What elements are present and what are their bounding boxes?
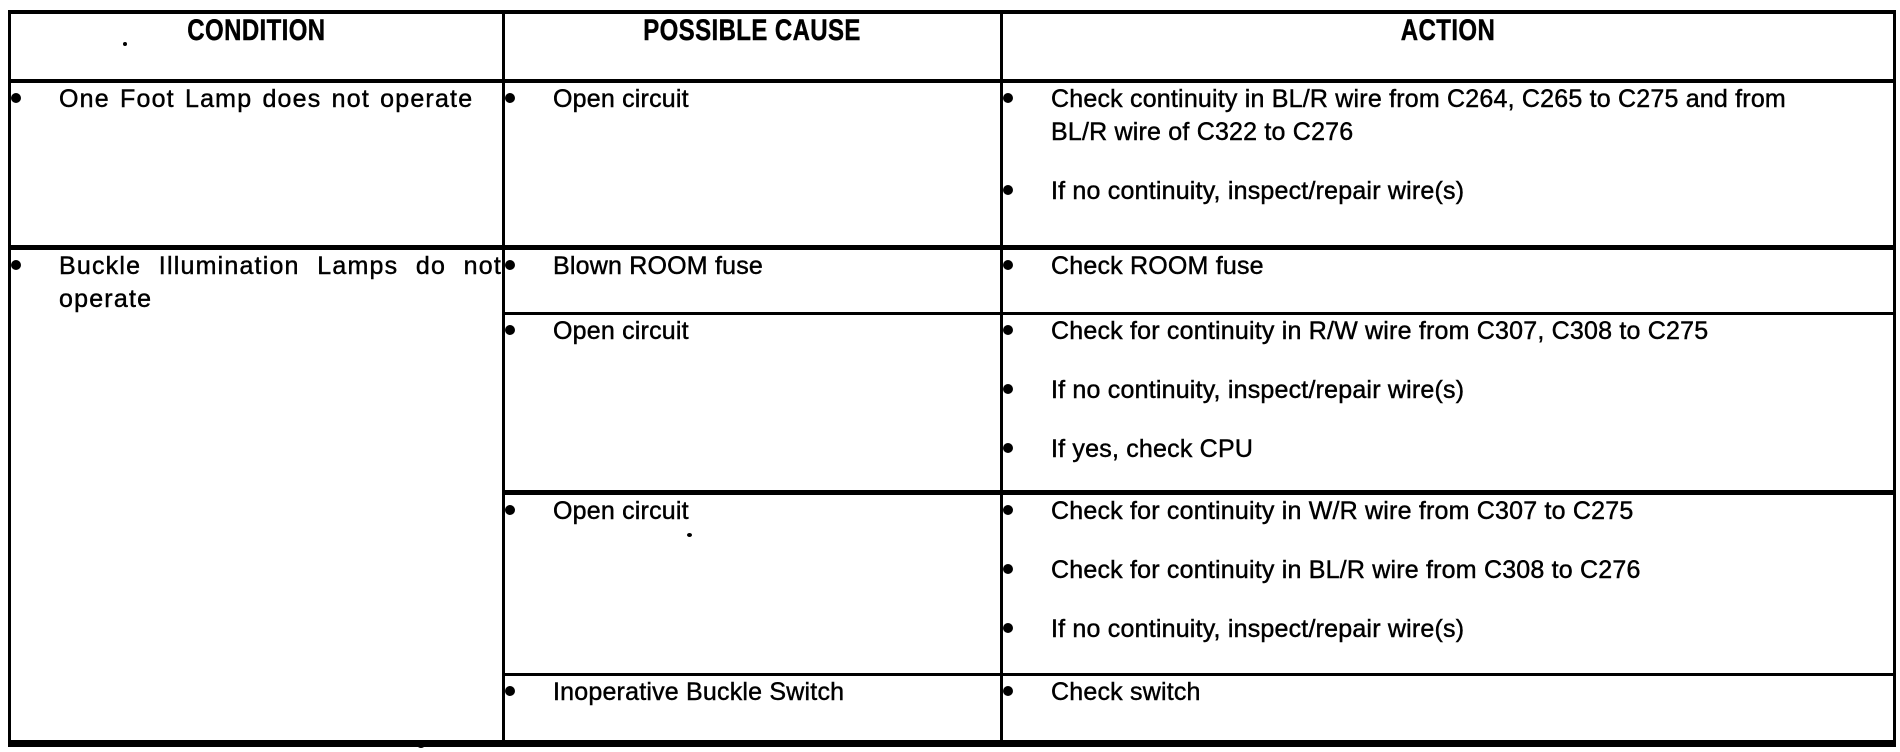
cause-item: Open circuit <box>505 83 1000 116</box>
action-text: If no continuity, inspect/repair wire(s) <box>1051 177 1465 205</box>
scan-artifact-dot <box>1726 744 1730 747</box>
table-row: Open circuit Check for continuity in R/W… <box>10 311 1896 495</box>
action-item: Check continuity in BL/R wire from C264,… <box>1003 83 1893 149</box>
action-text: Check for continuity in BL/R wire from C… <box>1051 555 1641 584</box>
action-text: If no continuity, inspect/repair wire(s) <box>1051 614 1465 643</box>
condition-text: Buckle Illumination Lamps do not operate <box>59 251 502 313</box>
cause-cell: Inoperative Buckle Switch <box>502 672 1003 745</box>
action-item: If yes, check CPU <box>1003 433 1893 466</box>
bullet-icon <box>11 259 21 270</box>
cause-text: Open circuit <box>553 85 689 113</box>
bullet-icon <box>1003 622 1013 633</box>
table-row: Buckle Illumination Lamps do not operate… <box>8 245 1896 745</box>
column-header-condition-label: CONDITION <box>187 14 326 47</box>
action-cell: Check switch <box>1000 672 1896 745</box>
action-cell: Check ROOM fuse <box>1000 245 1896 315</box>
cause-item: Blown ROOM fuse <box>505 250 1000 283</box>
cause-item: Inoperative Buckle Switch <box>505 676 1000 709</box>
column-header-possible-cause-label: POSSIBLE CAUSE <box>643 14 862 47</box>
condition-text: One Foot Lamp does not operate <box>59 85 474 113</box>
bullet-icon <box>1003 324 1013 335</box>
cause-cell: Open circuit <box>502 311 1003 495</box>
bullet-icon <box>1003 259 1013 270</box>
action-cell: Check for continuity in R/W wire from C3… <box>1000 311 1896 495</box>
action-text: If yes, check CPU <box>1051 434 1254 463</box>
column-header-action: ACTION <box>1000 10 1896 83</box>
cause-text: Blown ROOM fuse <box>553 251 764 280</box>
bullet-icon <box>505 93 515 103</box>
table-row: Open circuit Check for continuity in W/R… <box>10 490 1896 676</box>
cause-item: Open circuit <box>505 495 1000 528</box>
troubleshooting-table: CONDITION POSSIBLE CAUSE ACTION One Foot… <box>8 10 1896 747</box>
bullet-icon <box>1003 442 1013 453</box>
bullet-icon <box>1003 185 1013 195</box>
column-header-condition: CONDITION <box>8 10 505 83</box>
condition-cell: Buckle Illumination Lamps do not operate <box>8 245 505 745</box>
action-item: Check for continuity in BL/R wire from C… <box>1003 554 1893 587</box>
cause-cell: Open circuit <box>502 79 1003 250</box>
action-item: If no continuity, inspect/repair wire(s) <box>1003 374 1893 407</box>
action-text: Check switch <box>1051 677 1201 706</box>
action-item: If no continuity, inspect/repair wire(s) <box>1003 613 1893 646</box>
cause-text: Inoperative Buckle Switch <box>553 677 845 706</box>
bullet-icon <box>505 324 515 335</box>
action-text: Check continuity in BL/R wire from C264,… <box>1051 85 1786 146</box>
table-row: One Foot Lamp does not operate Open circ… <box>8 79 1896 250</box>
cause-item: Open circuit <box>505 315 1000 348</box>
scan-artifact-dot <box>687 533 692 537</box>
cause-cell: Blown ROOM fuse <box>502 245 1003 315</box>
table-header-row: CONDITION POSSIBLE CAUSE ACTION <box>8 10 1896 83</box>
bullet-icon <box>505 685 515 696</box>
action-item: If no continuity, inspect/repair wire(s) <box>1003 175 1893 208</box>
column-header-action-label: ACTION <box>1400 14 1496 47</box>
condition-item: Buckle Illumination Lamps do not operate <box>11 250 502 316</box>
action-item: Check switch <box>1003 676 1893 709</box>
bullet-icon <box>11 93 21 103</box>
condition-cell: One Foot Lamp does not operate <box>8 79 505 250</box>
bullet-icon <box>505 259 515 270</box>
bullet-icon <box>1003 563 1013 574</box>
cause-text: Open circuit <box>553 496 689 525</box>
bullet-icon <box>1003 504 1013 515</box>
action-text: If no continuity, inspect/repair wire(s) <box>1051 375 1465 404</box>
action-cell: Check continuity in BL/R wire from C264,… <box>1000 79 1896 250</box>
action-text: Check for continuity in R/W wire from C3… <box>1051 316 1709 345</box>
bullet-icon <box>1003 93 1013 103</box>
action-item: Check ROOM fuse <box>1003 250 1893 283</box>
bullet-icon <box>1003 685 1013 696</box>
action-item: Check for continuity in W/R wire from C3… <box>1003 495 1893 528</box>
scan-artifact-dot <box>123 42 127 46</box>
cause-text: Open circuit <box>553 316 689 345</box>
table-row: Inoperative Buckle Switch Check switch <box>10 672 1896 745</box>
condition-item: One Foot Lamp does not operate <box>11 83 502 116</box>
cause-cell: Open circuit <box>502 490 1003 676</box>
action-text: Check for continuity in W/R wire from C3… <box>1051 496 1634 525</box>
bullet-icon <box>505 504 515 515</box>
action-text: Check ROOM fuse <box>1051 251 1264 280</box>
action-item: Check for continuity in R/W wire from C3… <box>1003 315 1893 348</box>
column-header-possible-cause: POSSIBLE CAUSE <box>502 10 1003 83</box>
scan-artifact-dot <box>418 745 424 748</box>
bullet-icon <box>1003 383 1013 394</box>
action-cell: Check for continuity in W/R wire from C3… <box>1000 490 1896 676</box>
